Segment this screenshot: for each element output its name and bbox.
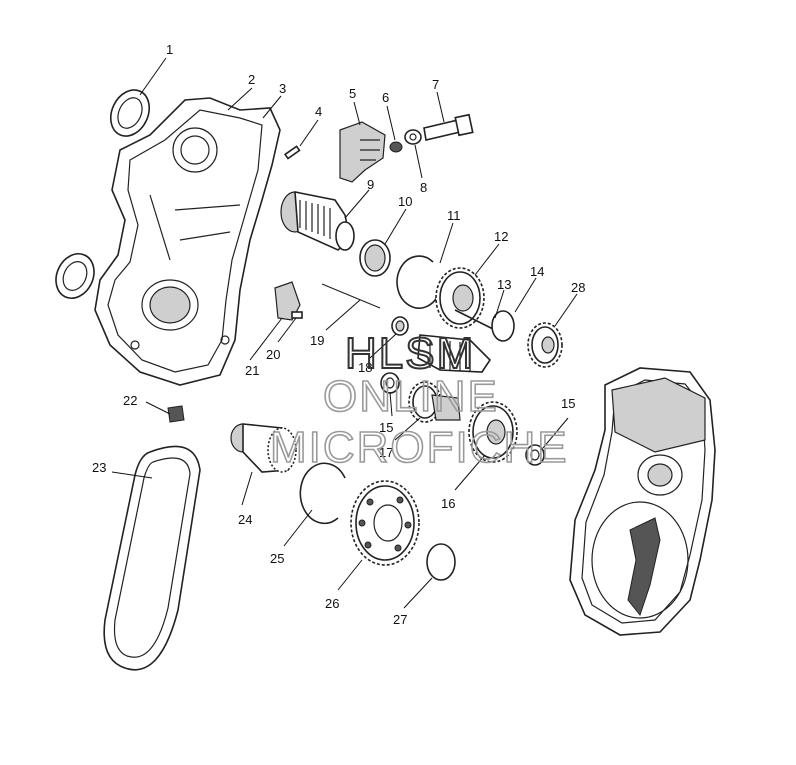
callout-27: 27 — [393, 612, 407, 627]
callout-28: 28 — [571, 280, 585, 295]
watermark: HLSM ONLINE MICROFICHE — [269, 328, 569, 473]
part-rod-19 — [321, 283, 381, 309]
part-snapring-11 — [396, 255, 441, 309]
part-bolt-7 — [423, 113, 474, 141]
part-gear-12 — [435, 267, 485, 329]
part-pin-4 — [284, 145, 301, 160]
watermark-line-2: ONLINE — [323, 372, 499, 421]
part-shift-collar — [417, 334, 492, 373]
callout-7: 7 — [432, 77, 439, 92]
part-hub-24 — [230, 423, 297, 473]
callout-23: 23 — [92, 460, 106, 475]
part-housing-2 — [94, 97, 281, 386]
callout-11: 11 — [447, 208, 461, 223]
callout-18: 18 — [358, 360, 372, 375]
part-bearing-10 — [359, 239, 391, 277]
part-outer-cover — [569, 367, 716, 636]
callout-8: 8 — [420, 180, 427, 195]
part-seal-1 — [109, 89, 151, 137]
part-washer-6 — [389, 141, 403, 153]
callout-15-upper: 15 — [379, 420, 393, 435]
callout-labels: 1 2 3 4 5 6 7 8 9 10 11 12 13 14 28 19 2… — [92, 42, 585, 627]
callout-9: 9 — [367, 177, 374, 192]
callout-20: 20 — [266, 347, 280, 362]
callout-10: 10 — [398, 194, 412, 209]
part-sprocket-26 — [350, 480, 420, 566]
callout-25: 25 — [270, 551, 284, 566]
part-gear-17 — [408, 381, 461, 423]
part-ring-27 — [426, 543, 456, 581]
callout-17: 17 — [379, 445, 393, 460]
callout-19: 19 — [310, 333, 324, 348]
callout-26: 26 — [325, 596, 339, 611]
part-gear-28 — [527, 322, 563, 368]
callout-2: 2 — [248, 72, 255, 87]
callout-12: 12 — [494, 229, 508, 244]
watermark-line-1: HLSM — [345, 329, 475, 378]
part-nut-8 — [404, 129, 422, 145]
callout-15-right: 15 — [561, 396, 575, 411]
part-snapring-25 — [299, 462, 346, 525]
callout-16: 16 — [441, 496, 455, 511]
callout-22: 22 — [123, 393, 137, 408]
callout-5: 5 — [349, 86, 356, 101]
leader-lines — [111, 57, 578, 609]
part-pin-20 — [291, 311, 303, 319]
part-gear-16 — [468, 401, 518, 463]
callout-6: 6 — [382, 90, 389, 105]
callout-4: 4 — [315, 104, 322, 119]
part-belt-23 — [103, 445, 201, 671]
callout-14: 14 — [530, 264, 544, 279]
part-shoe-5 — [339, 121, 386, 183]
callout-1: 1 — [166, 42, 173, 57]
part-shaft-9 — [280, 191, 355, 251]
part-seal-lower — [55, 253, 95, 299]
part-plug-22 — [167, 405, 185, 423]
part-washer-15-right — [525, 444, 545, 466]
part-ring-14 — [491, 310, 515, 342]
callout-21: 21 — [245, 363, 259, 378]
callout-13: 13 — [497, 277, 511, 292]
part-sleeve-18 — [391, 316, 409, 336]
callout-3: 3 — [279, 81, 286, 96]
watermark-line-3: MICROFICHE — [270, 423, 569, 472]
callout-24: 24 — [238, 512, 252, 527]
